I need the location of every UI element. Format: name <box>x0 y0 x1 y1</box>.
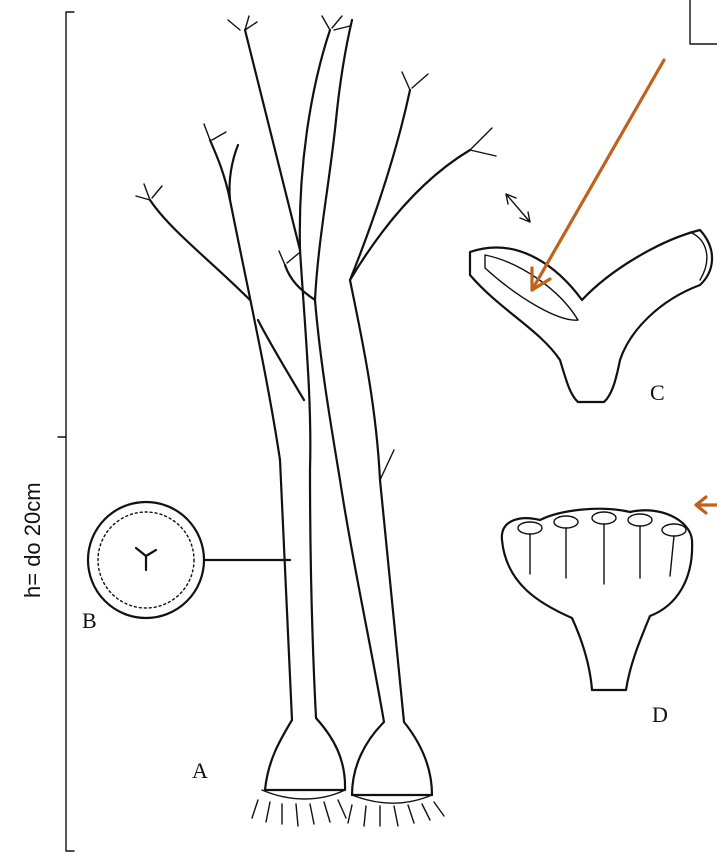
height-label: h= do 20cm <box>20 482 45 598</box>
label-c: C <box>650 380 665 405</box>
figure-a-sponge <box>136 16 496 826</box>
figure-d-tube-cluster <box>502 509 692 690</box>
orange-arrow-to-d <box>696 497 717 513</box>
height-bracket <box>58 12 74 851</box>
figure-c-branch-section <box>470 194 712 402</box>
label-b: B <box>82 608 97 633</box>
orange-arrow-to-c <box>532 60 664 290</box>
corner-frame <box>690 0 717 44</box>
label-a: A <box>192 758 208 783</box>
label-d: D <box>652 702 668 727</box>
figure-b-cross-section <box>88 502 290 618</box>
